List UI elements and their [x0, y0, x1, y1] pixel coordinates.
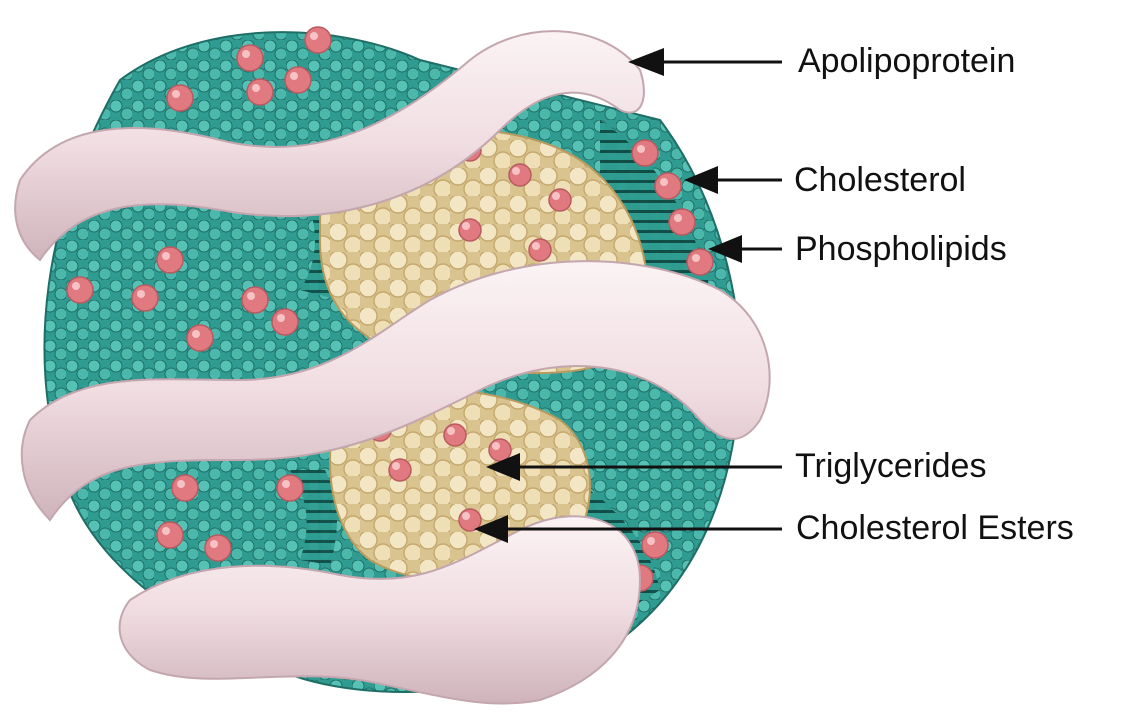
- cholesterol-head: [642, 532, 668, 558]
- cholesterol-head-highlight: [462, 512, 470, 520]
- apolipoprotein-arrow: [628, 48, 782, 76]
- cholesterol-head: [549, 189, 571, 211]
- cholesterol-head-highlight: [247, 292, 255, 300]
- cholesterol-head-highlight: [172, 90, 180, 98]
- cholesterol-head-highlight: [310, 32, 318, 40]
- cholesterol-head: [389, 459, 411, 481]
- cholesterol-head: [669, 209, 695, 235]
- cholesterol-head-highlight: [137, 290, 145, 298]
- cholesterol-head-highlight: [242, 50, 250, 58]
- cholesterol-head: [529, 239, 551, 261]
- triglycerides-label: Triglycerides: [795, 449, 986, 483]
- cholesterol-head: [247, 79, 273, 105]
- cholesterol-head-highlight: [660, 178, 668, 186]
- cholesterol-head-highlight: [192, 330, 200, 338]
- cholesterol-head: [132, 285, 158, 311]
- cholesterol-head: [305, 27, 331, 53]
- cholesterol-head-highlight: [647, 537, 655, 545]
- cholesterol-head: [459, 219, 481, 241]
- cholesterol-head-highlight: [177, 480, 185, 488]
- cholesterol-head-highlight: [252, 84, 260, 92]
- cholesterol-head-highlight: [162, 252, 170, 260]
- cholesterol-head-highlight: [162, 527, 170, 535]
- cholesterol-head-highlight: [552, 192, 560, 200]
- cholesterol-head: [205, 535, 231, 561]
- cholesterol-head-highlight: [277, 314, 285, 322]
- cholesterol-head: [187, 325, 213, 351]
- cholesterol-head: [157, 247, 183, 273]
- apolipoprotein-label: Apolipoprotein: [798, 44, 1015, 78]
- cholesterol-head: [67, 277, 93, 303]
- cholesterol-head-highlight: [492, 442, 500, 450]
- cholesterol-head-highlight: [462, 222, 470, 230]
- cholesterol-head: [489, 439, 511, 461]
- cholesterol-head-highlight: [674, 214, 682, 222]
- cholesterol-head: [167, 85, 193, 111]
- cholesterol-head-highlight: [512, 167, 520, 175]
- cholesterol-head-highlight: [447, 427, 455, 435]
- cholesterol-head: [277, 475, 303, 501]
- cholesterol-head-highlight: [532, 242, 540, 250]
- cholesterol-head: [237, 45, 263, 71]
- cholesterol-label: Cholesterol: [794, 163, 966, 197]
- cholesterol-head: [157, 522, 183, 548]
- cholesterol-head: [632, 140, 658, 166]
- cholesterol-esters-label: Cholesterol Esters: [796, 511, 1074, 545]
- cholesterol-head: [509, 164, 531, 186]
- cholesterol-head: [242, 287, 268, 313]
- cholesterol-head-highlight: [72, 282, 80, 290]
- cholesterol-head-highlight: [282, 480, 290, 488]
- cholesterol-head-highlight: [637, 145, 645, 153]
- cholesterol-head-highlight: [692, 254, 700, 262]
- cholesterol-head-highlight: [210, 540, 218, 548]
- phospholipids-label: Phospholipids: [795, 232, 1007, 266]
- cholesterol-head-highlight: [392, 462, 400, 470]
- cholesterol-head: [655, 173, 681, 199]
- cholesterol-head: [272, 309, 298, 335]
- cholesterol-head: [687, 249, 713, 275]
- cholesterol-head: [444, 424, 466, 446]
- cholesterol-head: [285, 67, 311, 93]
- cholesterol-head: [172, 475, 198, 501]
- cholesterol-head-highlight: [290, 72, 298, 80]
